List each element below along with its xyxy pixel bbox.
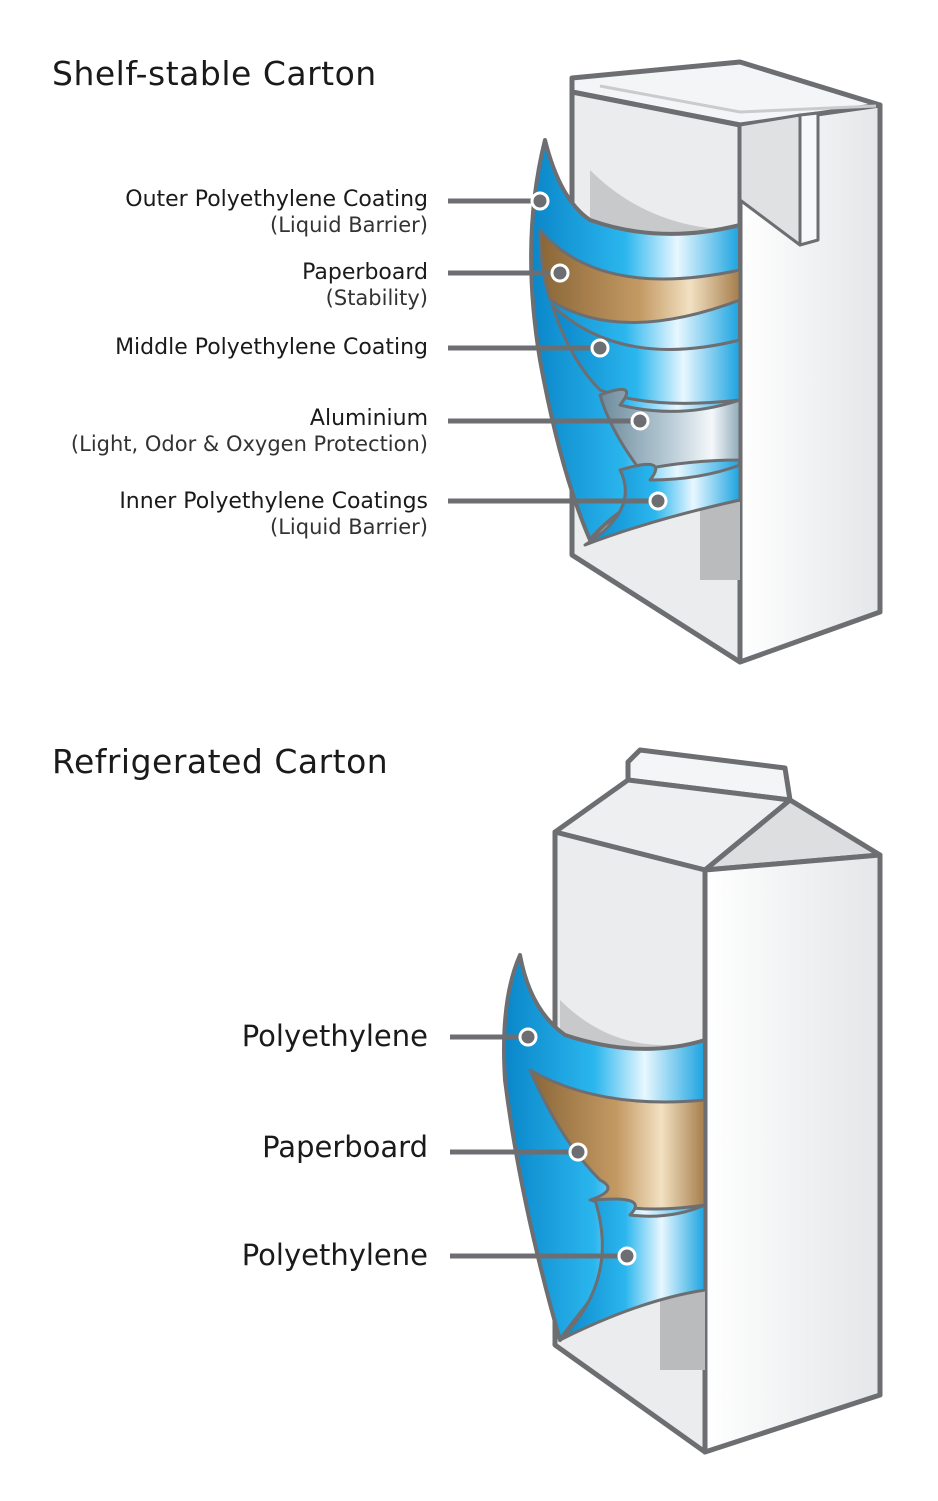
label-inner-polyethylene-name: Inner Polyethylene Coatings [119, 489, 428, 514]
shelf-stable-carton [448, 59, 883, 665]
label-fridge-polyethylene-inner-name: Polyethylene [241, 1238, 428, 1272]
label-aluminium-name: Aluminium [309, 406, 428, 431]
aluminium-layer [598, 387, 742, 472]
label-aluminium: Aluminium (Light, Odor & Oxygen Protecti… [71, 406, 428, 456]
shelf-leader-lines [448, 191, 668, 511]
middle-pe-layer [550, 303, 742, 405]
label-middle-polyethylene: Middle Polyethylene Coating [115, 335, 428, 361]
label-inner-polyethylene: Inner Polyethylene Coatings (Liquid Barr… [119, 489, 428, 539]
label-outer-polyethylene-name: Outer Polyethylene Coating [125, 187, 428, 212]
refrigerated-title: Refrigerated Carton [52, 742, 389, 781]
label-fridge-polyethylene-outer: Polyethylene [242, 1019, 428, 1053]
label-fridge-polyethylene-inner: Polyethylene [242, 1238, 428, 1272]
fridge-inner-pe-layer [558, 1197, 707, 1342]
fridge-leader-lines [450, 1027, 637, 1266]
label-inner-polyethylene-note: (Liquid Barrier) [270, 515, 428, 539]
label-paperboard: Paperboard (Stability) [302, 260, 428, 310]
label-paperboard-note: (Stability) [325, 286, 428, 310]
label-paperboard-name: Paperboard [302, 260, 428, 285]
label-fridge-paperboard-name: Paperboard [262, 1130, 428, 1164]
label-aluminium-note: (Light, Odor & Oxygen Protection) [70, 432, 428, 456]
refrigerated-carton [450, 747, 883, 1455]
shelf-stable-title: Shelf-stable Carton [52, 54, 377, 93]
label-fridge-paperboard: Paperboard [262, 1130, 428, 1164]
label-outer-polyethylene: Outer Polyethylene Coating (Liquid Barri… [125, 187, 428, 237]
label-outer-polyethylene-note: (Liquid Barrier) [270, 213, 428, 237]
label-fridge-polyethylene-outer-name: Polyethylene [241, 1019, 428, 1053]
paperboard-layer [538, 228, 742, 324]
label-middle-polyethylene-name: Middle Polyethylene Coating [115, 335, 428, 360]
